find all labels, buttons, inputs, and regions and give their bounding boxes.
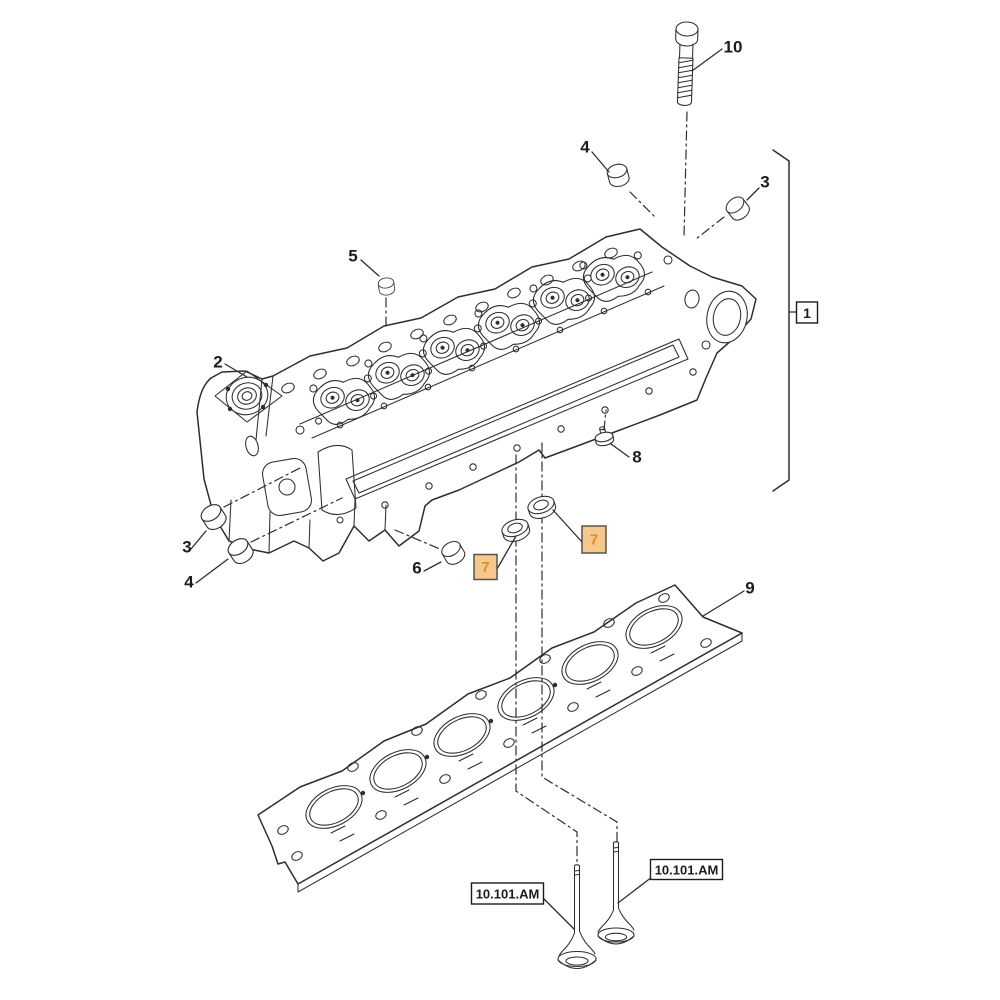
head-gasket: [257, 584, 743, 893]
group-bracket-1: [772, 149, 797, 492]
ref-box-left-label: 10.101.AM: [476, 887, 540, 902]
callout-2[interactable]: 2: [213, 353, 222, 372]
valve-stem-seal-right: [527, 495, 557, 519]
leader-lines: [190, 48, 760, 930]
cap3-left-centerline: [223, 467, 301, 508]
cap6-centerline: [394, 529, 441, 550]
leader-6: [423, 561, 442, 572]
intake-port-row: [281, 247, 618, 394]
centerlines: [223, 111, 725, 865]
gasket-slots: [330, 645, 675, 842]
valve-left: [557, 864, 597, 970]
ref-box-right-label: 10.101.AM: [655, 863, 719, 878]
leader-5: [360, 259, 380, 277]
right-end-bore: [663, 255, 748, 350]
callout-7-right-label: 7: [590, 532, 598, 549]
bolt-centerline: [683, 111, 688, 238]
gasket-bolt-holes: [277, 593, 712, 861]
ref-box-right[interactable]: 10.101.AM: [649, 858, 724, 881]
valve-left-centerline: [515, 454, 578, 865]
gallery-bolt-holes: [381, 368, 697, 509]
valve-right: [597, 841, 635, 945]
callout-8[interactable]: 8: [632, 448, 641, 467]
callout-3-left[interactable]: 3: [182, 538, 191, 557]
leader-4-top: [591, 151, 610, 173]
cap3-top-centerline: [695, 216, 725, 240]
cap-bushing-4-top: [605, 161, 632, 190]
leader-7-left: [496, 535, 517, 570]
callout-9[interactable]: 9: [745, 579, 754, 598]
cup-plug-5: [377, 276, 396, 297]
callout-7-right-bg: [581, 525, 607, 554]
leader-3-left: [190, 530, 207, 550]
head-bolt: [675, 21, 699, 106]
callout-7-left-box[interactable]: 7: [473, 553, 498, 581]
leader-10: [691, 48, 723, 72]
leader-3-top: [746, 187, 760, 201]
callout-6[interactable]: 6: [412, 559, 421, 578]
leader-9: [702, 590, 745, 617]
callout-10[interactable]: 10: [724, 38, 743, 57]
callout-4-left[interactable]: 4: [184, 573, 194, 592]
cap-bushing-6: [438, 537, 468, 568]
cap4-top-centerline: [629, 191, 657, 219]
leader-ref-right: [617, 876, 653, 904]
leader-4-left: [195, 558, 229, 584]
cup-plug-8: [594, 426, 615, 447]
callout-4-top[interactable]: 4: [580, 138, 590, 157]
leader-ref-left: [540, 895, 575, 930]
callout-5[interactable]: 5: [348, 247, 357, 266]
valve-right-centerline: [541, 442, 618, 842]
callout-1-box[interactable]: 1: [795, 301, 819, 324]
deck-bolt-holes: [336, 288, 652, 429]
callout-7-right-box[interactable]: 7: [581, 525, 607, 554]
gasket-cylinder-bores: [305, 605, 683, 829]
callout-3-top[interactable]: 3: [760, 173, 769, 192]
cap4-left-centerline: [250, 497, 343, 543]
callout-7-left-bg: [473, 553, 498, 581]
leader-2: [224, 363, 248, 378]
gallery-channel: [345, 338, 689, 500]
cylinder-head-body: [196, 228, 757, 562]
ref-box-left[interactable]: 10.101.AM: [470, 882, 545, 905]
leader-8: [610, 443, 630, 458]
valve-stem-seal-left: [501, 518, 531, 542]
callout-1-label: 1: [803, 305, 811, 321]
callout-7-left-label: 7: [481, 559, 489, 576]
leader-7-right: [552, 509, 583, 543]
